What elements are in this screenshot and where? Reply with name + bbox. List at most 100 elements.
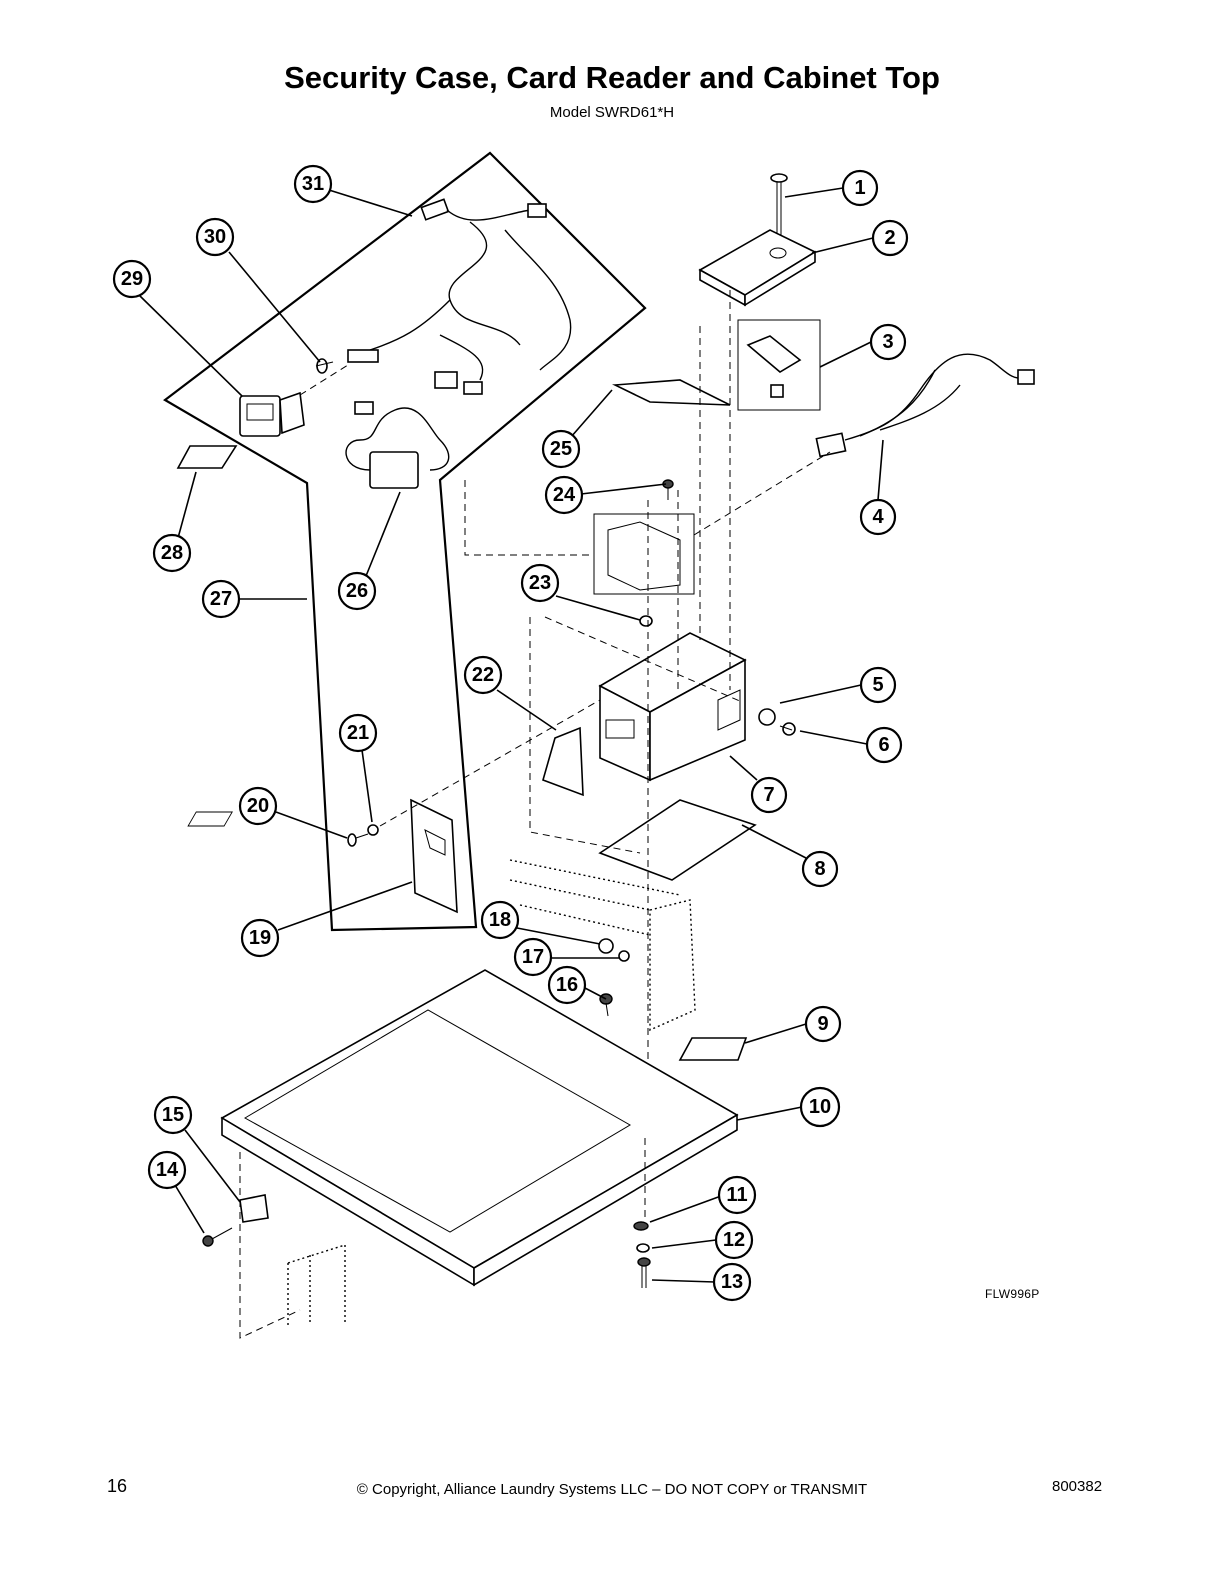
callout-8: 8 [801,850,839,888]
callout-19: 19 [240,918,280,958]
cover-plate-2 [698,229,817,307]
svg-text:12: 12 [723,1229,745,1251]
svg-text:13: 13 [721,1271,743,1293]
callout-21: 21 [338,713,378,753]
hinge-15 [239,1194,269,1223]
svg-text:30: 30 [204,226,226,248]
svg-text:31: 31 [302,173,324,195]
callout-23: 23 [520,563,560,603]
leader-lines [139,187,884,1283]
callout-14: 14 [147,1150,187,1190]
callout-9: 9 [804,1005,842,1043]
svg-text:21: 21 [347,722,369,744]
callout-24: 24 [544,475,584,515]
svg-text:25: 25 [550,438,572,460]
callout-15: 15 [153,1095,193,1135]
mechanism-detail-box [593,513,695,595]
svg-text:6: 6 [878,734,889,756]
screw-1 [770,173,788,238]
harness-4 [815,353,1035,458]
screw-30 [315,358,334,374]
svg-text:7: 7 [763,784,774,806]
svg-text:18: 18 [489,909,511,931]
model-subtitle: Model SWRD61*H [549,104,675,121]
figure-code: FLW996P [985,1287,1040,1301]
svg-text:19: 19 [249,927,271,949]
bracket-19 [410,798,458,914]
label-28 [176,445,238,469]
svg-text:28: 28 [161,542,183,564]
callout-17: 17 [513,937,553,977]
svg-text:29: 29 [121,268,143,290]
screw-20 [347,833,369,847]
svg-text:3: 3 [882,331,893,353]
harness-31 [347,198,572,395]
plate-8 [187,799,757,881]
callout-25: 25 [541,429,581,469]
callout-31: 31 [293,164,333,204]
screw-6 [779,722,796,736]
callout-11: 11 [717,1175,757,1215]
callout-10: 10 [799,1086,841,1128]
label-9 [678,1037,748,1061]
washer-21 [367,824,379,836]
svg-text:1: 1 [854,177,865,199]
svg-text:5: 5 [872,674,883,696]
security-case-outline [163,151,647,932]
console-frame [509,859,696,1032]
svg-text:23: 23 [529,572,551,594]
callout-1: 1 [841,169,879,207]
bracket-3 [737,319,821,411]
svg-text:26: 26 [346,580,368,602]
svg-text:20: 20 [247,795,269,817]
callout-29: 29 [112,259,152,299]
callout-4: 4 [859,498,897,536]
card-reader-29 [239,391,305,437]
cabinet-top-10 [220,969,739,1287]
cabinet-leg [287,1244,346,1325]
callout-6: 6 [865,726,903,764]
callout-7: 7 [750,776,788,814]
svg-text:15: 15 [162,1104,184,1126]
callout-28: 28 [152,533,192,573]
screw-14 [202,1227,233,1247]
callout-27: 27 [201,579,241,619]
washer-17 [618,950,630,962]
svg-text:24: 24 [553,484,576,506]
svg-text:14: 14 [156,1159,179,1181]
plate-22 [542,726,584,797]
svg-text:27: 27 [210,588,232,610]
tray-25 [611,379,731,406]
washer-12 [636,1243,650,1253]
svg-text:22: 22 [472,664,494,686]
nut-23 [639,615,653,627]
copyright-notice: © Copyright, Alliance Laundry Systems LL… [356,1481,868,1498]
svg-text:4: 4 [872,506,884,528]
nut-18 [598,938,614,954]
callout-20: 20 [238,786,278,826]
svg-text:8: 8 [814,858,825,880]
page-title: Security Case, Card Reader and Cabinet T… [284,60,940,95]
callout-2: 2 [871,219,909,257]
callout-13: 13 [712,1262,752,1302]
svg-text:2: 2 [884,227,895,249]
page-number: 16 [107,1476,128,1496]
callout-3: 3 [869,323,907,361]
screw-13 [637,1257,651,1288]
document-number: 800382 [1052,1478,1103,1495]
callout-16: 16 [547,965,587,1005]
callout-30: 30 [195,217,235,257]
callout-22: 22 [463,655,503,695]
callout-5: 5 [859,666,897,704]
svg-text:11: 11 [726,1184,747,1206]
power-adapter-26 [345,401,450,489]
security-box-7 [598,632,747,782]
svg-text:16: 16 [556,974,578,996]
callout-12: 12 [714,1220,754,1260]
washer-11 [633,1221,649,1231]
callout-18: 18 [480,900,520,940]
svg-text:9: 9 [817,1013,828,1035]
svg-text:10: 10 [809,1096,831,1118]
screw-24 [662,479,674,500]
